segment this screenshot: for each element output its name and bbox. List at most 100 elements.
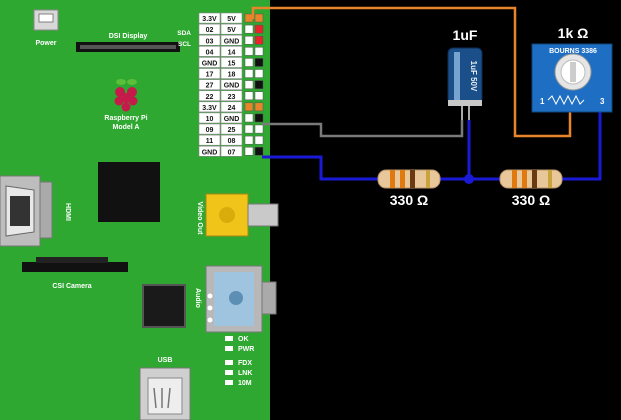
- gpio-pin-label-even: GND: [224, 38, 240, 45]
- gpio-row: 03 GND: [198, 34, 264, 46]
- gpio-label-cell: [198, 90, 221, 102]
- sda-label: SDA: [177, 30, 191, 37]
- gpio-physical-pin: [244, 102, 254, 112]
- dsi-connector: [76, 42, 180, 52]
- dsi-label: DSI Display: [109, 33, 148, 40]
- gpio-label-cell: [198, 134, 221, 146]
- resistor-1-label: 330 Ω: [390, 192, 428, 208]
- gpio-pin-label-even: 5V: [227, 27, 236, 34]
- raspberry-logo-icon: [114, 79, 138, 112]
- gpio-physical-pin: [254, 102, 264, 112]
- gpio-label-cell: [220, 90, 243, 102]
- usb-label: USB: [158, 357, 173, 364]
- gpio-physical-pin: [244, 124, 254, 134]
- gpio-pin-label-odd: GND: [202, 149, 218, 156]
- gpio-label-cell: [198, 12, 221, 24]
- gpio-pin-label-even: 5V: [227, 16, 236, 23]
- gpio-physical-pin: [254, 24, 264, 34]
- gpio-label-cell: [220, 134, 243, 146]
- video-out-jack: [205, 193, 279, 237]
- gpio-physical-pin: [254, 91, 264, 101]
- gpio-pin-label-even: 07: [228, 149, 236, 156]
- potentiometer-label: 1k Ω: [558, 25, 589, 41]
- wire-gnd-gray: [262, 120, 464, 138]
- gpio-pin-label-even: GND: [224, 116, 240, 123]
- gpio-physical-pin: [244, 69, 254, 78]
- soc-chip: [98, 162, 160, 222]
- gpio-label-cell: [198, 57, 221, 68]
- audio-jack: [205, 265, 277, 333]
- gpio-label-cell: [198, 79, 221, 90]
- gpio-pin-label-even: 25: [228, 127, 236, 134]
- gpio-label-cell: [220, 112, 243, 124]
- gpio-label-cell: [220, 12, 243, 24]
- gpio-physical-pin: [254, 35, 264, 45]
- gpio-pin-label-even: 18: [228, 72, 236, 79]
- capacitor: 1uF 50V: [447, 47, 483, 120]
- gpio-pin-label-odd: 09: [206, 127, 214, 134]
- gpio-label-cell: [220, 123, 243, 135]
- gpio-label-cell: [198, 68, 221, 79]
- gpio-label-cell: [220, 57, 243, 68]
- power-label: Power: [35, 40, 56, 47]
- small-chip: [142, 284, 186, 328]
- resistor-2-label: 330 Ω: [512, 192, 550, 208]
- gpio-pin-label-odd: 10: [206, 116, 214, 123]
- gpio-physical-pin: [244, 58, 254, 67]
- gpio-pin-label-odd: 02: [206, 27, 214, 34]
- gpio-physical-pin: [244, 35, 254, 45]
- gpio-pin-label-odd: 3.3V: [202, 16, 217, 23]
- potentiometer: BOURNS 3386 1 3: [531, 43, 613, 113]
- gpio-pin-label-odd: 17: [206, 72, 214, 79]
- brand-name: Raspberry Pi: [104, 115, 147, 122]
- gpio-physical-pin: [244, 91, 254, 101]
- gpio-pin-label-odd: GND: [202, 61, 218, 68]
- gpio-physical-pin: [244, 24, 254, 34]
- gpio-label-cell: [220, 23, 243, 35]
- gpio-label-cell: [198, 45, 221, 57]
- gpio-pin-label-odd: 03: [206, 38, 214, 45]
- junction-node: [464, 174, 474, 184]
- gpio-pin-label-even: GND: [224, 83, 240, 90]
- resistor-2: [499, 169, 563, 189]
- gpio-pin-label-odd: 3.3V: [202, 105, 217, 112]
- gpio-label-cell: [198, 145, 221, 157]
- gpio-pin-label-even: 15: [228, 61, 236, 68]
- gpio-physical-pin: [254, 58, 264, 67]
- gpio-row: 09 25: [198, 123, 264, 135]
- power-connector: [33, 9, 59, 31]
- brand-model: Model A: [113, 124, 140, 131]
- resistor-1: [377, 169, 441, 189]
- pot-pin-1-label: 1: [540, 97, 545, 106]
- gpio-physical-pin: [254, 135, 264, 145]
- gpio-pin-label-even: 24: [228, 105, 236, 112]
- gpio-label-cell: [220, 79, 243, 90]
- gpio-row: 3.3V 24: [198, 101, 264, 113]
- led-pwr-label: PWR: [238, 346, 254, 353]
- gpio-label-cell: [198, 112, 221, 124]
- gpio-physical-pin: [244, 80, 254, 89]
- gpio-row: GND 15: [198, 57, 264, 68]
- gpio-label-cell: [198, 123, 221, 135]
- csi-label: CSI Camera: [52, 283, 91, 290]
- gpio-physical-pin: [244, 135, 254, 145]
- pot-brand: BOURNS 3386: [549, 48, 597, 55]
- gpio-physical-pin: [254, 47, 264, 56]
- gpio-pin-label-odd: 04: [206, 49, 214, 56]
- gpio-physical-pin: [254, 146, 264, 156]
- gpio-physical-pin: [254, 69, 264, 78]
- gpio-physical-pin: [254, 113, 264, 123]
- status-leds: [225, 336, 233, 385]
- capacitor-print: 1uF 50V: [469, 61, 478, 92]
- gpio-physical-pin: [254, 13, 264, 23]
- gpio-row: GND 07: [198, 145, 264, 157]
- gpio-physical-pin: [244, 146, 254, 156]
- led-ok-label: OK: [238, 336, 249, 343]
- gpio-pin-label-even: 08: [228, 138, 236, 145]
